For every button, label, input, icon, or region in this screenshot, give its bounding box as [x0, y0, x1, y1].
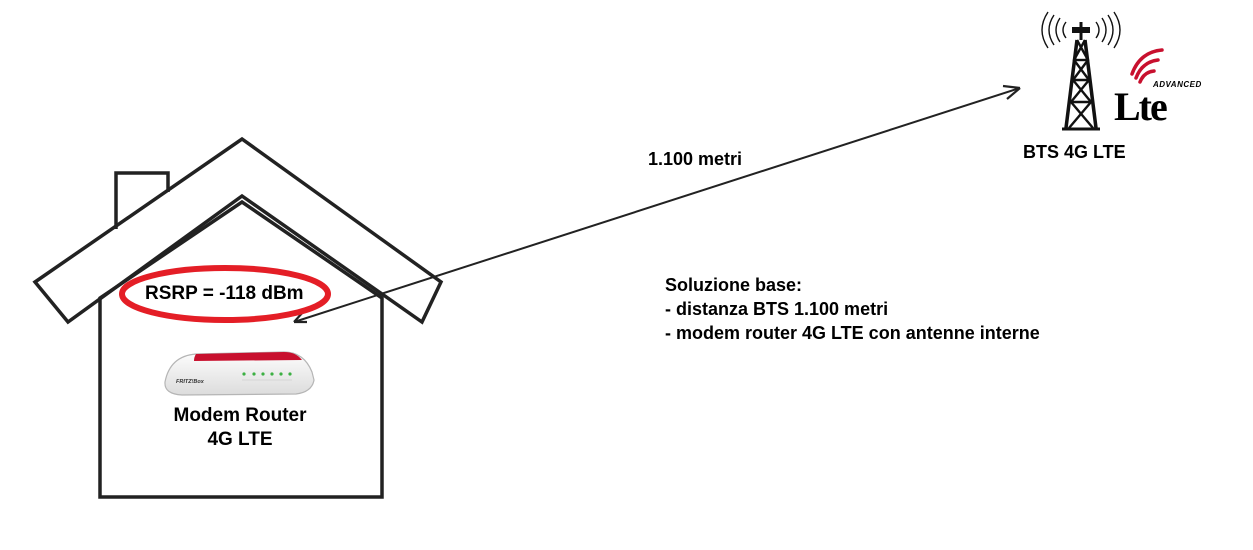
- solution-title: Soluzione base:: [665, 275, 803, 295]
- solution-item: - distanza BTS 1.100 metri: [665, 299, 889, 319]
- router-label: Modem Router 4G LTE: [130, 404, 350, 452]
- rsrp-label: RSRP = -118 dBm: [145, 283, 304, 304]
- router-label-line1: Modem Router: [173, 405, 307, 426]
- lte-logo-text: Lte: [1114, 84, 1168, 129]
- lte-logo-subtext: ADVANCED: [1153, 80, 1202, 89]
- router-label-line2: 4G LTE: [207, 429, 273, 450]
- solution-item: - modem router 4G LTE con antenne intern…: [665, 323, 1040, 343]
- bts-tower-icon: [1041, 11, 1121, 131]
- solution-description: Soluzione base: - distanza BTS 1.100 met…: [665, 273, 1040, 345]
- distance-label: 1.100 metri: [648, 149, 743, 169]
- house-roof: [32, 136, 444, 325]
- house-chimney: [114, 171, 170, 229]
- house-walls: [98, 199, 384, 499]
- lte-logo-arcs-icon: [1130, 48, 1164, 84]
- bts-label: BTS 4G LTE: [1023, 142, 1126, 162]
- router-device-icon: FRITZ!Box: [164, 351, 315, 396]
- svg-text:FRITZ!Box: FRITZ!Box: [176, 379, 205, 385]
- signal-link-line: [293, 87, 1021, 323]
- rsrp-highlight-ellipse: [119, 265, 331, 323]
- arrowhead-bts: [1002, 84, 1021, 100]
